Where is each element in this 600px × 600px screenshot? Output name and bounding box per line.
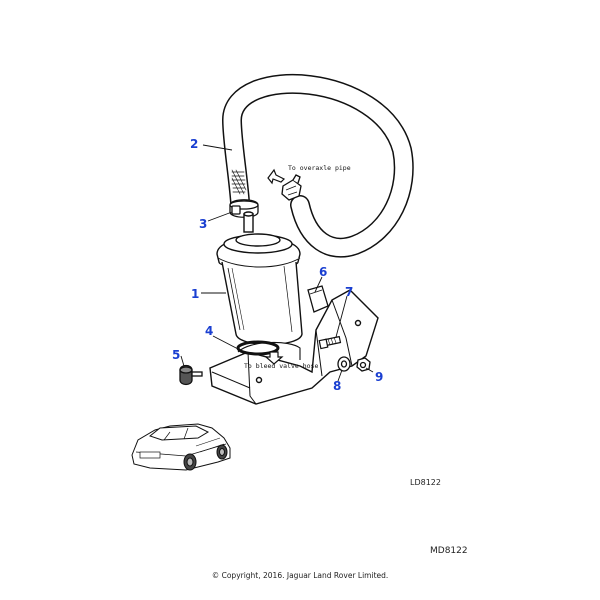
note-overaxle-pipe: To overaxle pipe bbox=[288, 164, 351, 172]
callout-2: 2 bbox=[190, 137, 198, 151]
seal-ring bbox=[236, 340, 280, 356]
callout-4: 4 bbox=[205, 324, 213, 338]
note-bleed-valve: To bleed valve hose bbox=[244, 362, 318, 370]
callout-9: 9 bbox=[375, 370, 383, 384]
callout-6: 6 bbox=[319, 265, 327, 279]
nut bbox=[356, 357, 371, 372]
washer bbox=[337, 356, 351, 372]
insulator-pad bbox=[307, 285, 329, 313]
drawing-reference: LD8122 bbox=[410, 478, 441, 487]
callout-3: 3 bbox=[199, 217, 207, 231]
copyright-notice: © Copyright, 2016. Jaguar Land Rover Lim… bbox=[211, 571, 389, 580]
bolt bbox=[318, 335, 342, 350]
diagram-code: MD8122 bbox=[430, 546, 468, 556]
callout-7: 7 bbox=[345, 285, 353, 299]
bleed-arrow bbox=[264, 351, 284, 365]
callout-1: 1 bbox=[191, 287, 199, 301]
vehicle-thumbnail bbox=[131, 423, 231, 471]
callout-5: 5 bbox=[172, 348, 180, 362]
rubber-mount bbox=[179, 364, 203, 386]
overaxle-arrow bbox=[267, 168, 286, 185]
fuel-hose bbox=[221, 73, 414, 258]
callout-8: 8 bbox=[333, 379, 341, 393]
leader-lines bbox=[180, 144, 374, 382]
hose-clip-upper bbox=[281, 174, 302, 201]
fuel-filter bbox=[216, 211, 303, 346]
mounting-bracket bbox=[209, 289, 379, 405]
